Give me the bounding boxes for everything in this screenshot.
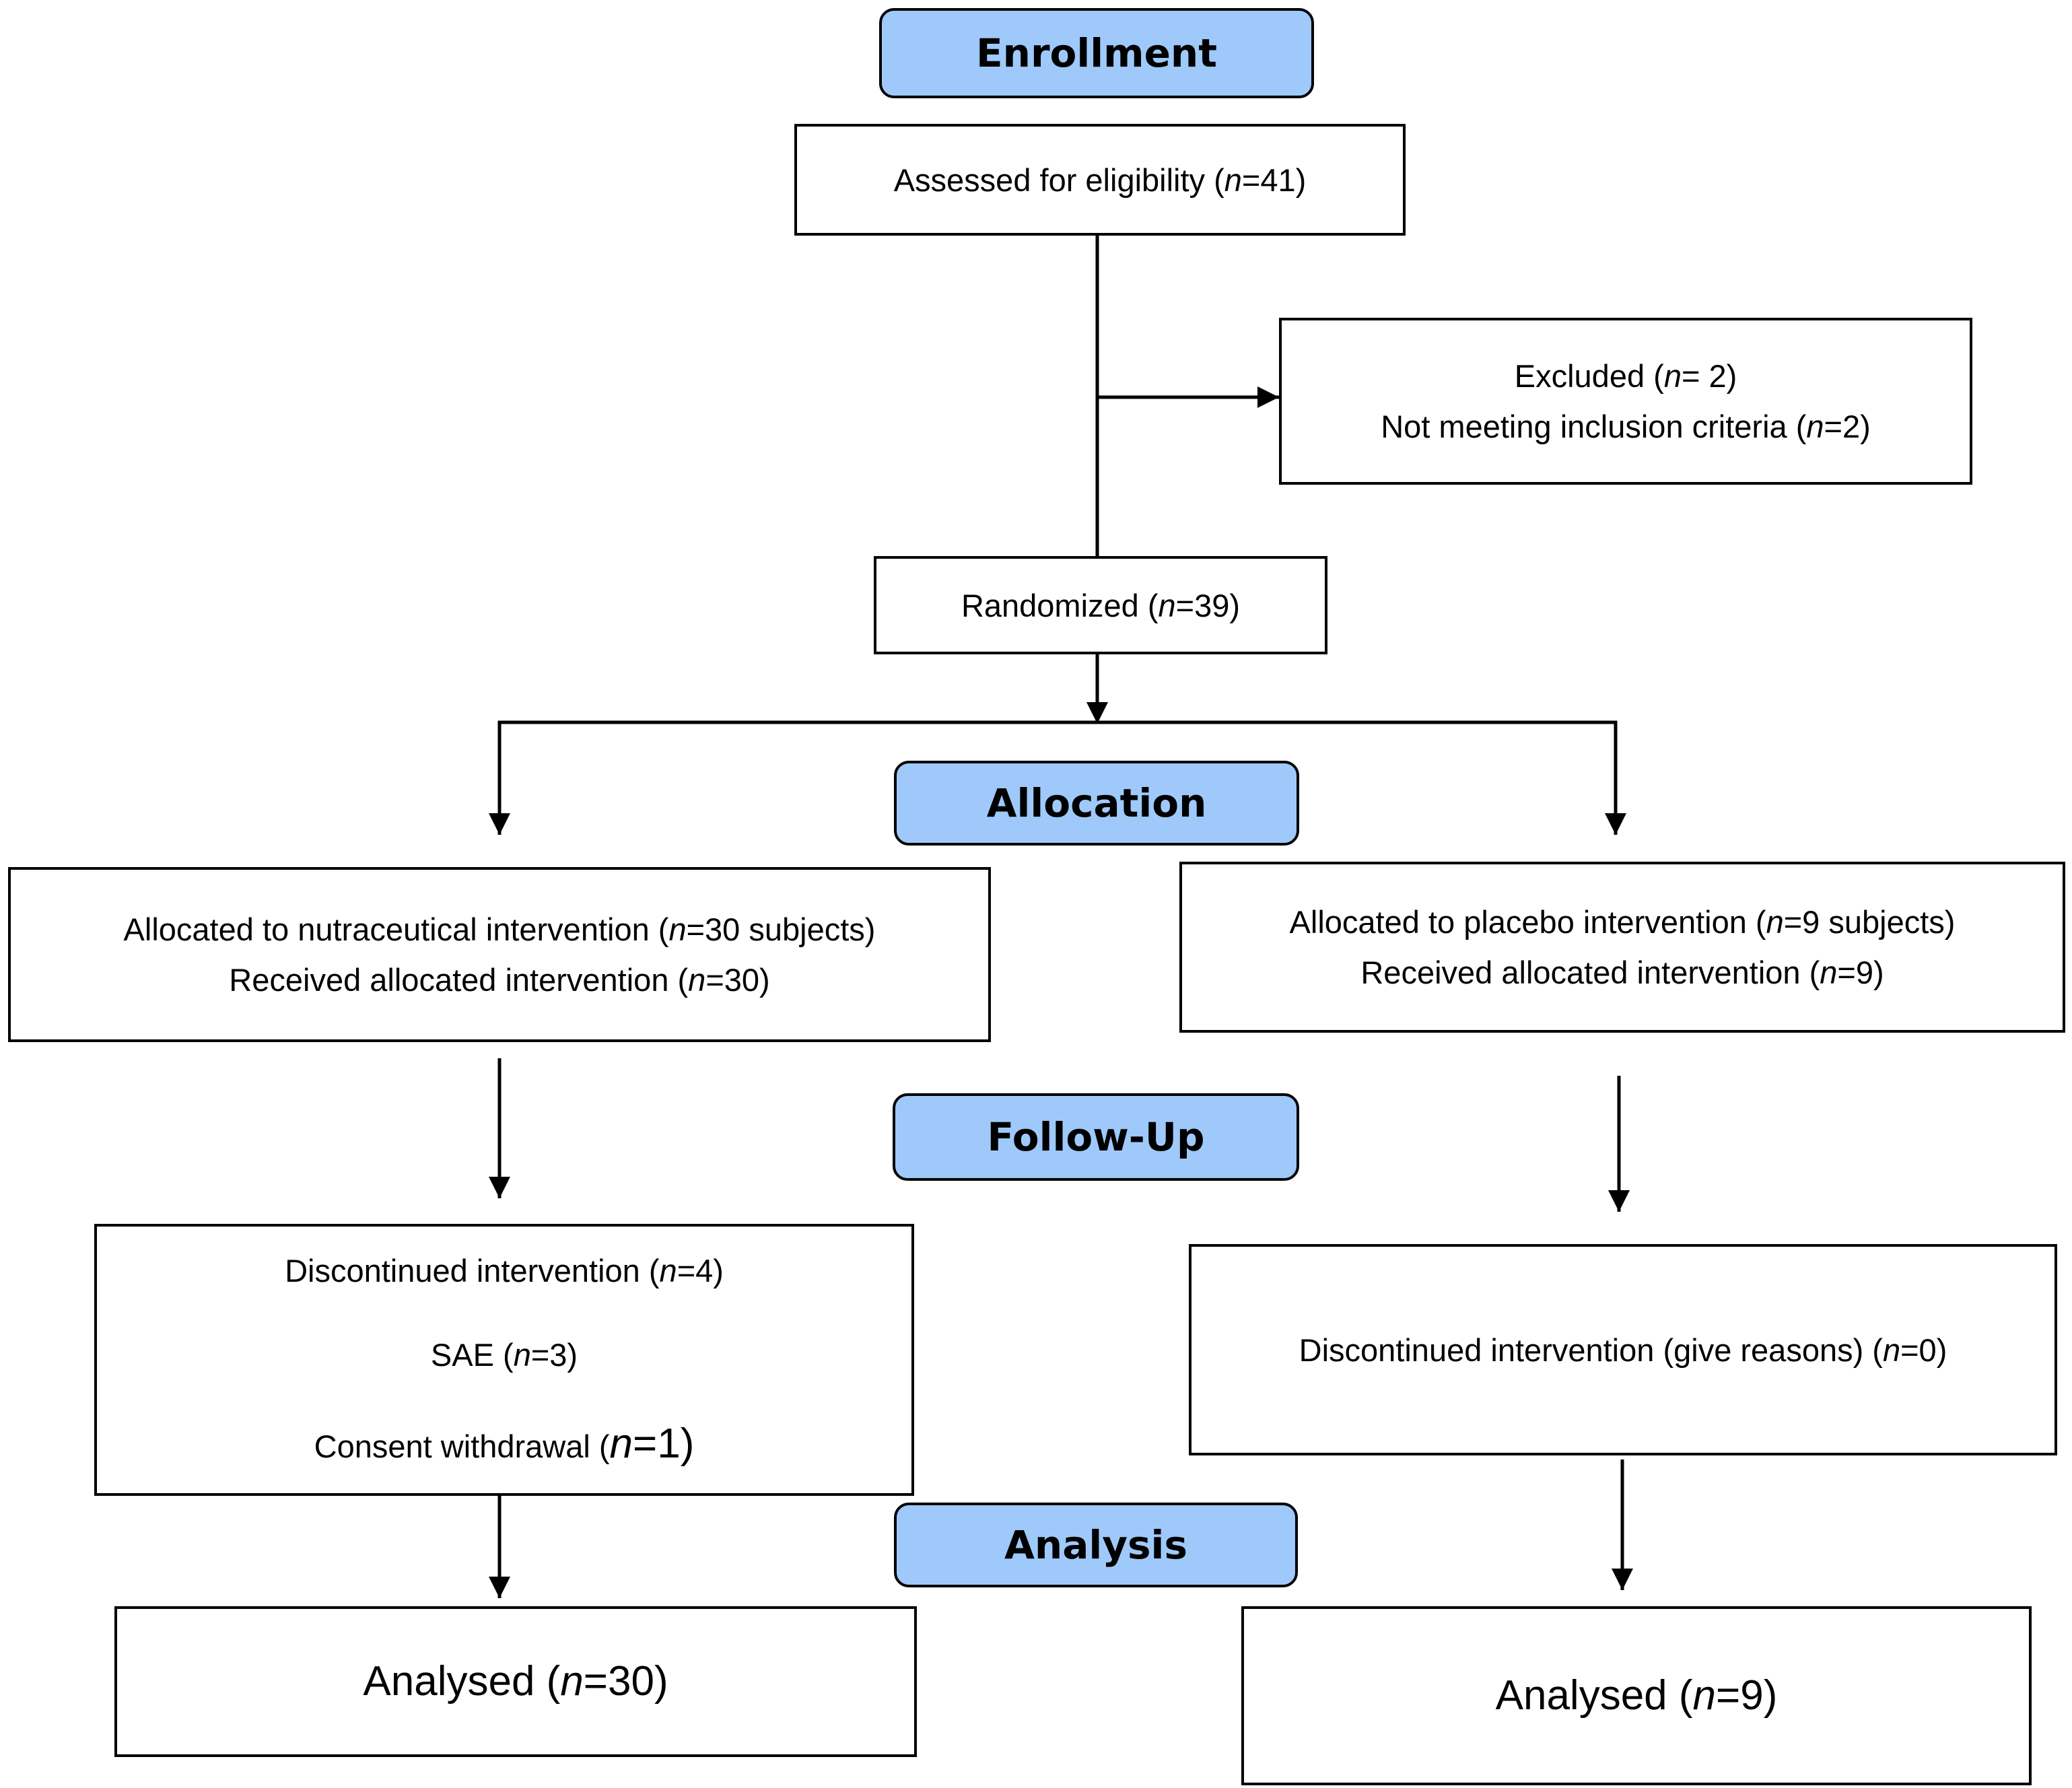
nutraceutical-allocated-text: Allocated to nutraceutical intervention …: [123, 912, 876, 947]
nutraceutical-discontinued-text: Discontinued intervention (n=4): [285, 1253, 724, 1288]
placebo-discontinued-text: Discontinued intervention (give reasons)…: [1299, 1332, 1947, 1368]
allocation-header: Allocation: [894, 761, 1299, 846]
enrollment-header: Enrollment: [879, 8, 1314, 98]
sae-text: SAE (n=3): [430, 1337, 578, 1373]
analysis-header: Analysis: [894, 1503, 1298, 1587]
assessed-box: Assessed for eligibility (n=41): [794, 124, 1406, 236]
nutraceutical-followup-box: Discontinued intervention (n=4) SAE (n=3…: [94, 1224, 914, 1496]
placebo-allocation-box: Allocated to placebo intervention (n=9 s…: [1179, 862, 2065, 1033]
consent-withdrawal-text: Consent withdrawal (n=1): [314, 1420, 695, 1467]
placebo-received-text: Received allocated intervention (n=9): [1360, 955, 1884, 990]
nutraceutical-analysed-box: Analysed (n=30): [114, 1606, 917, 1757]
placebo-analysed-text: Analysed (n=9): [1495, 1672, 1778, 1719]
nutraceutical-received-text: Received allocated intervention (n=30): [229, 962, 770, 998]
excluded-box: Excluded (n= 2) Not meeting inclusion cr…: [1279, 318, 1972, 485]
nutraceutical-allocation-box: Allocated to nutraceutical intervention …: [8, 867, 991, 1042]
placebo-followup-box: Discontinued intervention (give reasons)…: [1189, 1244, 2057, 1455]
nutraceutical-analysed-text: Analysed (n=30): [363, 1658, 668, 1705]
assessed-text: Assessed for eligibility (n=41): [893, 162, 1307, 198]
placebo-allocated-text: Allocated to placebo intervention (n=9 s…: [1289, 904, 1956, 940]
excluded-reason-text: Not meeting inclusion criteria (n=2): [1381, 409, 1871, 444]
placebo-analysed-box: Analysed (n=9): [1241, 1606, 2032, 1785]
randomized-text: Randomized (n=39): [961, 587, 1241, 623]
split-connector: [497, 720, 1618, 835]
excluded-text: Excluded (n= 2): [1514, 358, 1737, 394]
follow-up-header: Follow-Up: [893, 1093, 1299, 1181]
randomized-box: Randomized (n=39): [874, 556, 1327, 654]
